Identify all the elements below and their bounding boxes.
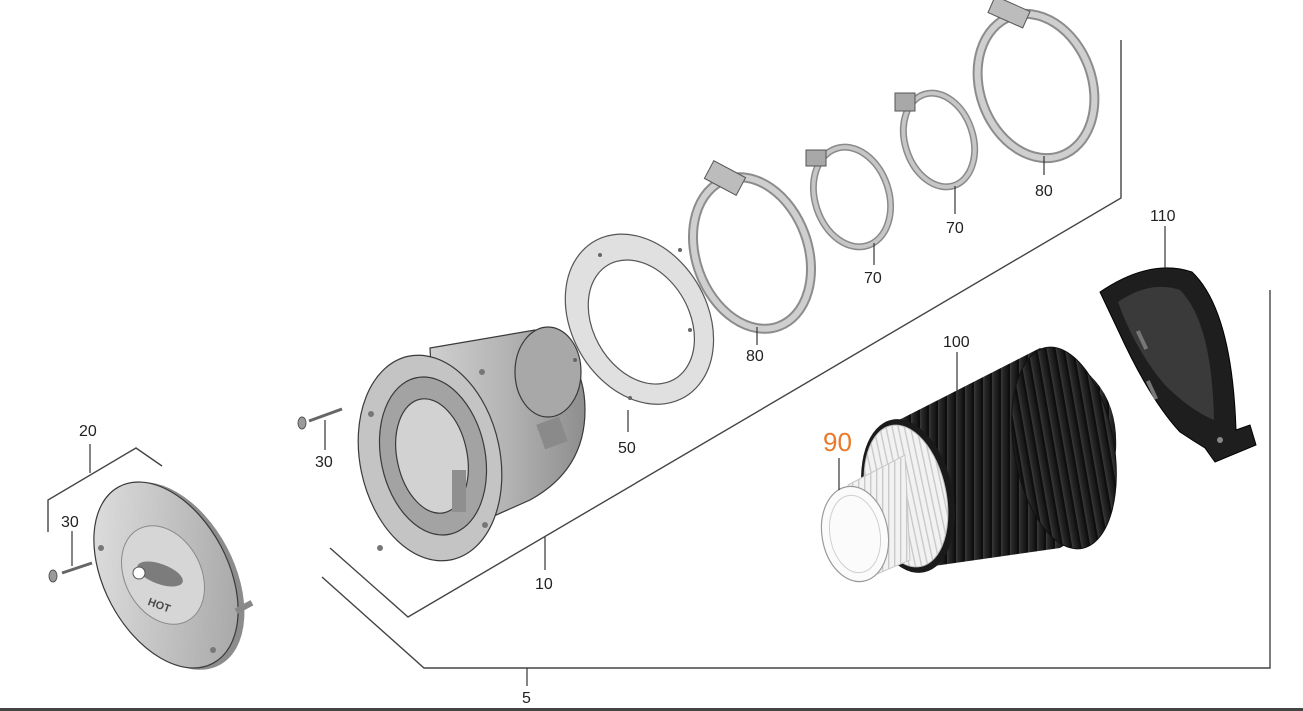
callout-10: 10: [535, 576, 553, 593]
callout-100: 100: [943, 334, 970, 351]
callout-20: 20: [79, 423, 97, 440]
mounting-bracket-part-110: [1099, 226, 1257, 463]
brand-logo-icon: [132, 566, 146, 580]
callout-50: 50: [618, 440, 636, 457]
callout-30-right: 30: [315, 454, 333, 471]
callout-90-highlighted: 90: [823, 427, 852, 457]
bottom-edge-bar: [0, 708, 1303, 711]
callout-110: 110: [1150, 208, 1176, 225]
housing-part-10: [357, 326, 586, 562]
inner-tube-part-90: [820, 454, 911, 583]
callout-labels: 20 30 30 50 80 70 70 80 110 100 90 10 5: [61, 183, 1176, 707]
callout-70-lower: 70: [864, 270, 882, 287]
callout-5: 5: [522, 690, 531, 707]
callout-80-lower: 80: [746, 348, 764, 365]
assembly-bracket-20: [47, 444, 163, 532]
callout-70-upper: 70: [946, 220, 964, 237]
hose-clamp-part-80-lower: [688, 160, 816, 345]
screw-part-30-right: [297, 407, 343, 450]
gasket-part-50: [564, 233, 715, 432]
clip-part-70-lower: [805, 143, 895, 265]
clip-part-70-upper: [894, 89, 979, 214]
cover-part-20: HOT: [93, 481, 254, 670]
assembly-bracket-10: [329, 40, 1122, 618]
hose-clamp-part-80-upper: [972, 0, 1100, 175]
screw-part-30-left: [48, 531, 93, 583]
callout-80-upper: 80: [1035, 183, 1053, 200]
assembly-bracket-5: [321, 290, 1271, 686]
callout-30-left: 30: [61, 514, 79, 531]
